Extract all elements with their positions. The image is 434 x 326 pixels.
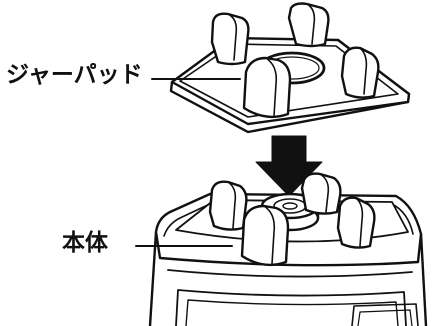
pad-foot-back-left [210, 12, 250, 66]
pad-foot-right [340, 46, 380, 99]
main-body-label: 本体 [62, 230, 108, 256]
pad-foot-front [242, 56, 292, 119]
body-foot-back-left [208, 180, 248, 231]
jar-pad-label: ジャーパッド [6, 62, 143, 88]
body-foot-right [336, 196, 376, 249]
body-foot-front [240, 204, 290, 267]
body-foot-back-right [300, 172, 342, 215]
main-body [148, 192, 428, 326]
pad-foot-back-right [287, 2, 330, 48]
